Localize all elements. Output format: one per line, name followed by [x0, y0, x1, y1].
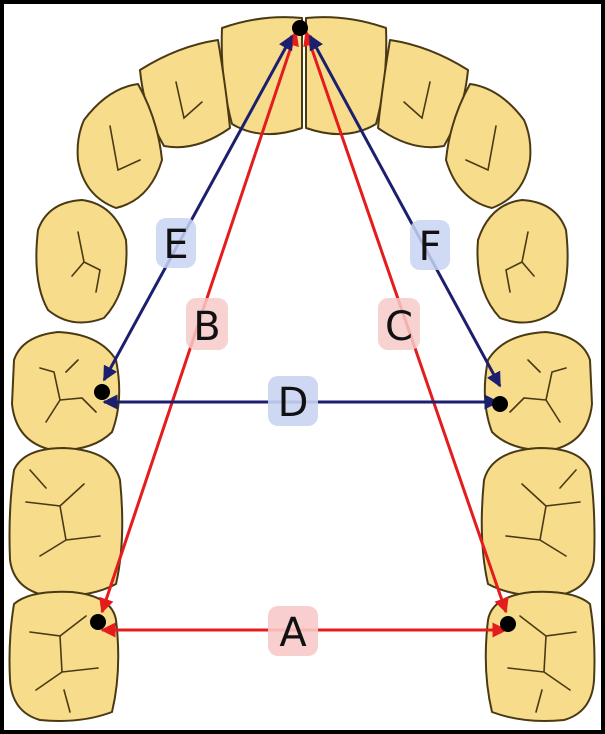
tooth-central-incisor-right: [306, 17, 386, 134]
label-d: D: [278, 380, 309, 426]
tooth-first-molar-right: [482, 448, 595, 596]
tooth-first-molar-left: [10, 448, 123, 596]
tooth-central-incisor-left: [222, 17, 302, 134]
label-b: B: [193, 304, 220, 350]
label-a: A: [279, 610, 307, 656]
tooth-second-premolar-right: [485, 332, 592, 450]
point-premolar-right: [492, 396, 508, 412]
tooth-second-molar-right: [486, 592, 595, 721]
point-molar-left: [90, 614, 106, 630]
label-c: C: [385, 304, 413, 350]
tooth-first-premolar-left: [36, 200, 126, 323]
point-premolar-left: [94, 384, 110, 400]
label-e: E: [163, 222, 188, 268]
label-f: F: [418, 224, 441, 270]
point-molar-right: [500, 616, 516, 632]
point-incisal: [292, 20, 308, 36]
